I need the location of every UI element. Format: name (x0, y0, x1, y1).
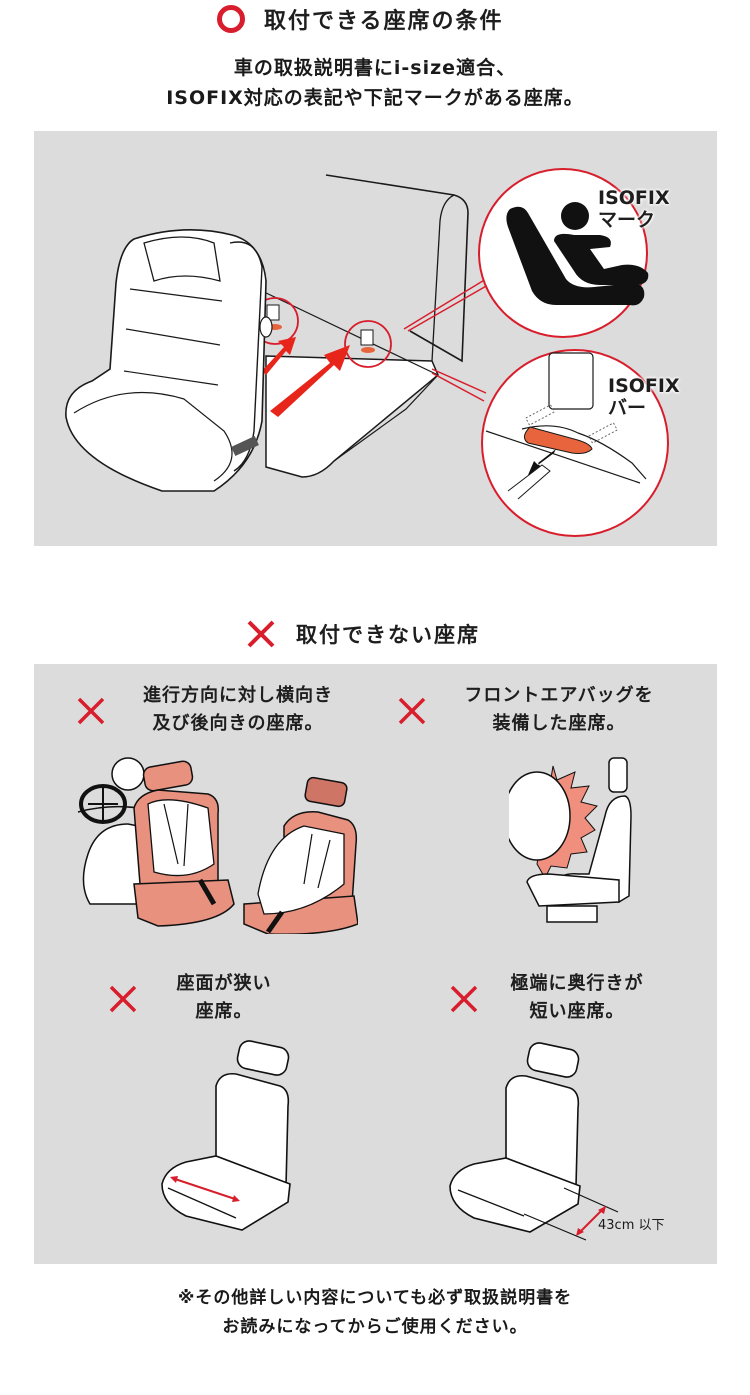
subtitle-line-2: ISOFIX対応の表記や下記マークがある座席。 (166, 87, 584, 109)
front-airbag-illustration (509, 757, 632, 923)
ng-item-4-line2: 短い座席。 (529, 1001, 625, 1022)
ng-item-2-line1: フロントエアバッグを (464, 685, 654, 706)
isofix-mark-label: ISOFIX マーク (598, 187, 670, 231)
ng-item-1-line2: 及び後向きの座席。 (152, 713, 324, 734)
ng-item-3-line2: 座席。 (195, 1001, 253, 1022)
isofix-bar-label-line1: ISOFIX (608, 375, 680, 397)
isofix-mark-icon (506, 202, 649, 306)
depth-dimension-label: 43cm 以下 (598, 1218, 665, 1233)
isofix-illustration-panel: ISOFIX マーク ISOFIX バー (34, 131, 717, 546)
ok-section-subtitle: 車の取扱説明書にi-size適合、 ISOFIX対応の表記や下記マークがある座席… (0, 53, 750, 113)
sideways-rearfacing-seat-illustration (77, 757, 358, 934)
footer-note-line1: ※その他詳しい内容についても必ず取扱説明書を (177, 1288, 573, 1308)
footer-note-line2: お読みになってからご使用ください。 (222, 1317, 528, 1337)
ng-conditions-panel: 進行方向に対し横向き 及び後向きの座席。 フロントエアバッグを 装備した座席。 (34, 664, 717, 1264)
isofix-mark-label-line1: ISOFIX (598, 187, 670, 209)
short-depth-seat-illustration (449, 1042, 619, 1241)
cross-icon (450, 985, 478, 1013)
ng-item-1-line1: 進行方向に対し横向き (143, 685, 333, 706)
subtitle-line-1: 車の取扱説明書にi-size適合、 (233, 57, 517, 79)
narrow-seat-illustration (161, 1040, 291, 1231)
isofix-bar-label-line2: バー (608, 397, 647, 419)
ng-item-narrow-seat: 座面が狭い 座席。 (154, 970, 294, 1026)
cross-icon (109, 985, 137, 1013)
footer-note: ※その他詳しい内容についても必ず取扱説明書を お読みになってからご使用ください。 (0, 1284, 750, 1342)
isofix-bar-label: ISOFIX バー (608, 375, 680, 419)
ng-section-header: 取付できない座席 (246, 618, 480, 650)
ok-section-header: 取付できる座席の条件 (216, 3, 504, 35)
ng-item-2-line2: 装備した座席。 (492, 713, 626, 734)
ok-section-title: 取付できる座席の条件 (264, 9, 504, 34)
isofix-installation-illustration (65, 168, 669, 537)
ng-item-front-airbag: フロントエアバッグを 装備した座席。 (434, 682, 684, 738)
circle-icon (217, 5, 245, 33)
isofix-mark-label-line2: マーク (598, 209, 656, 231)
cross-icon (398, 697, 426, 725)
ng-item-sideways-rear-facing: 進行方向に対し横向き 及び後向きの座席。 (118, 682, 358, 738)
ng-section-title: 取付できない座席 (296, 623, 480, 647)
ng-item-4-line1: 極端に奥行きが (510, 973, 644, 994)
cross-icon (247, 620, 275, 648)
cross-icon (77, 697, 105, 725)
ng-item-3-line1: 座面が狭い (176, 973, 272, 994)
ng-item-short-depth: 極端に奥行きが 短い座席。 (482, 970, 672, 1026)
